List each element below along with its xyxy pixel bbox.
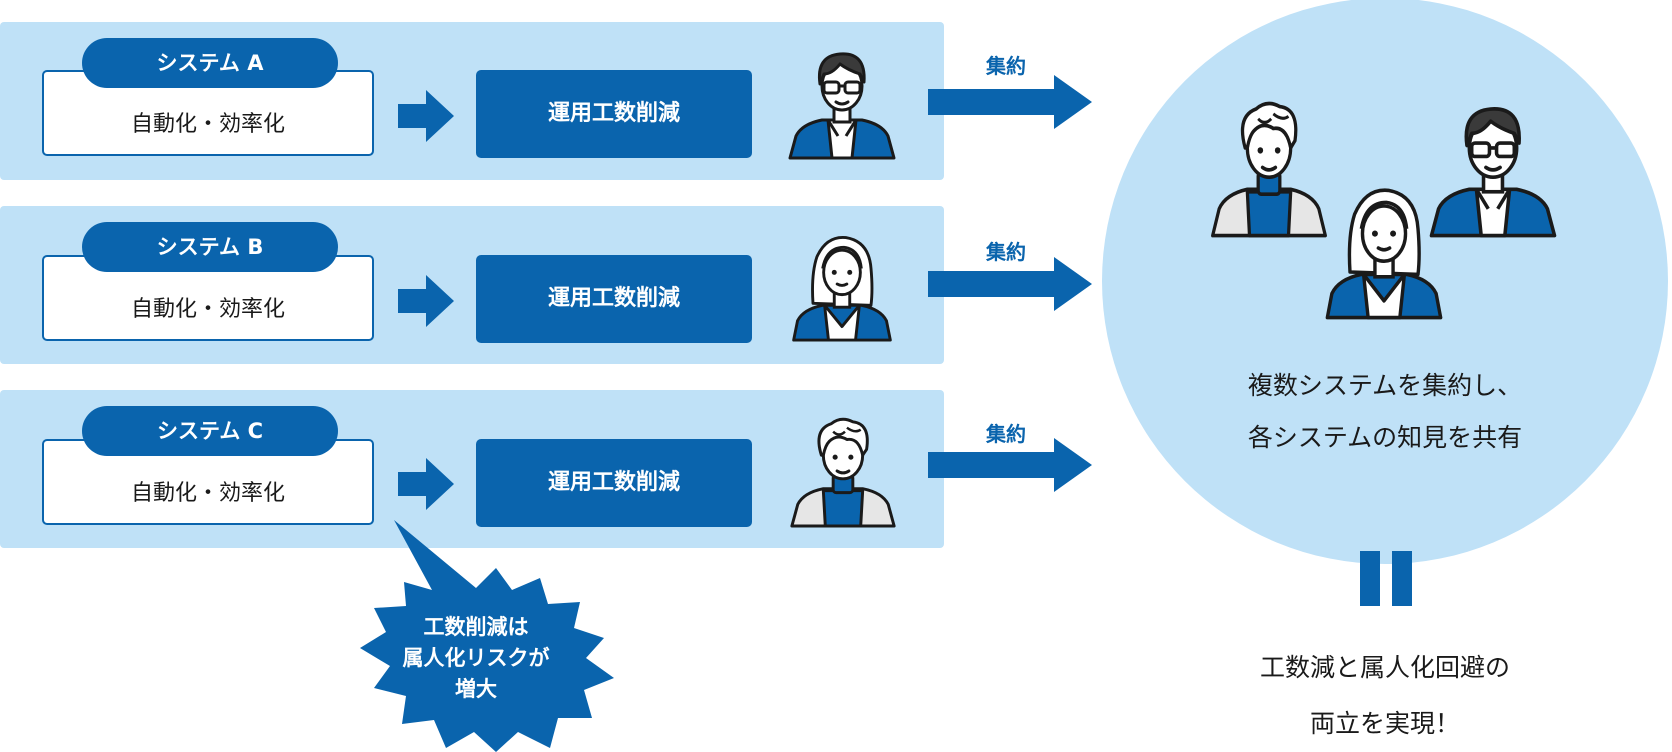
woman-icon [1316, 176, 1452, 320]
summary-line2: 各システムの知見を共有 [1247, 423, 1523, 452]
man-curly-icon [1204, 92, 1334, 238]
man-curly-icon [784, 410, 902, 528]
system-c-task: 自動化・効率化 [130, 481, 285, 506]
equals-bar-left [1360, 551, 1380, 606]
equals-bar-right [1392, 551, 1412, 606]
risk-callout-line2: 属人化リスクが [402, 646, 550, 670]
system-c-pill: システム C [82, 406, 338, 456]
big-arrow-right-icon [928, 75, 1092, 129]
summary-text: 複数システムを集約し、 各システムの知見を共有 [1102, 360, 1668, 464]
woman-icon [784, 226, 900, 342]
big-arrow-right-icon [928, 438, 1092, 492]
final-line2: 両立を実現！ [1309, 709, 1460, 738]
big-arrow-right-icon [928, 257, 1092, 311]
summary-line1: 複数システムを集約し、 [1247, 371, 1523, 400]
system-c-arrow-label: 集約 [986, 422, 1026, 446]
system-a-task: 自動化・効率化 [130, 112, 285, 137]
system-b-arrow-label: 集約 [986, 240, 1026, 264]
arrow-right-icon [398, 458, 454, 510]
system-c-result: 運用工数削減 [476, 439, 752, 527]
system-a-pill: システム A [82, 38, 338, 88]
final-line1: 工数減と属人化回避の [1259, 653, 1510, 682]
system-b-pill: システム B [82, 222, 338, 272]
system-b-task: 自動化・効率化 [130, 297, 285, 322]
arrow-right-icon [398, 90, 454, 142]
risk-callout-line3: 増大 [455, 677, 497, 701]
system-b-result: 運用工数削減 [476, 255, 752, 343]
system-a-arrow-label: 集約 [986, 54, 1026, 78]
risk-callout-text: 工数削減は 属人化リスクが 増大 [346, 612, 606, 705]
final-result-text: 工数減と属人化回避の 両立を実現！ [1175, 640, 1595, 752]
risk-callout-line1: 工数削減は [423, 615, 529, 639]
arrow-right-icon [398, 275, 454, 327]
risk-callout-burst [360, 520, 614, 752]
man-glasses-icon [780, 40, 904, 160]
system-a-result: 運用工数削減 [476, 70, 752, 158]
